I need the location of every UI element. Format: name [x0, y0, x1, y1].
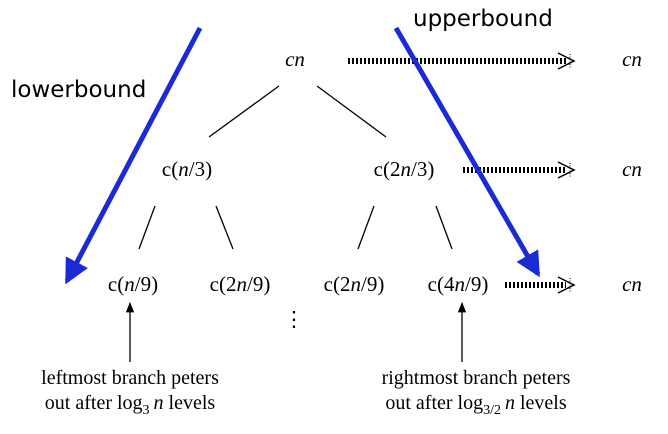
level-total-row1: cn: [622, 47, 642, 71]
node-level2-a: c(n/9): [108, 272, 158, 296]
edge-root-right: [316, 85, 387, 138]
node-level2-d: c(4n/9): [428, 272, 489, 296]
rightmost-caption-line1: rightmost branch peters: [382, 367, 571, 389]
upperbound-label: upperbound: [413, 6, 553, 32]
continuation-dots: ⋮: [284, 307, 305, 331]
edge-root-left: [208, 85, 280, 138]
dotted-arrow-row1: [348, 52, 576, 70]
edge-left-b: [215, 205, 234, 250]
node-root: cn: [285, 47, 305, 71]
lowerbound-label: lowerbound: [11, 77, 146, 103]
upperbound-arrow: [393, 26, 541, 278]
level-total-row3: cn: [622, 272, 642, 296]
edge-right-c: [357, 205, 375, 250]
node-level2-c: c(2n/9): [324, 272, 385, 296]
leftmost-caption-line1: leftmost branch peters: [41, 367, 219, 389]
node-level1-left: c(n/3): [162, 157, 212, 181]
node-level1-right: c(2n/3): [374, 157, 435, 181]
dotted-arrow-row3: [505, 276, 576, 294]
lowerbound-arrow: [64, 26, 203, 285]
edge-right-d: [435, 205, 453, 250]
node-level2-b: c(2n/9): [210, 272, 271, 296]
edge-left-a: [138, 205, 156, 250]
level-total-row2: cn: [622, 157, 642, 181]
